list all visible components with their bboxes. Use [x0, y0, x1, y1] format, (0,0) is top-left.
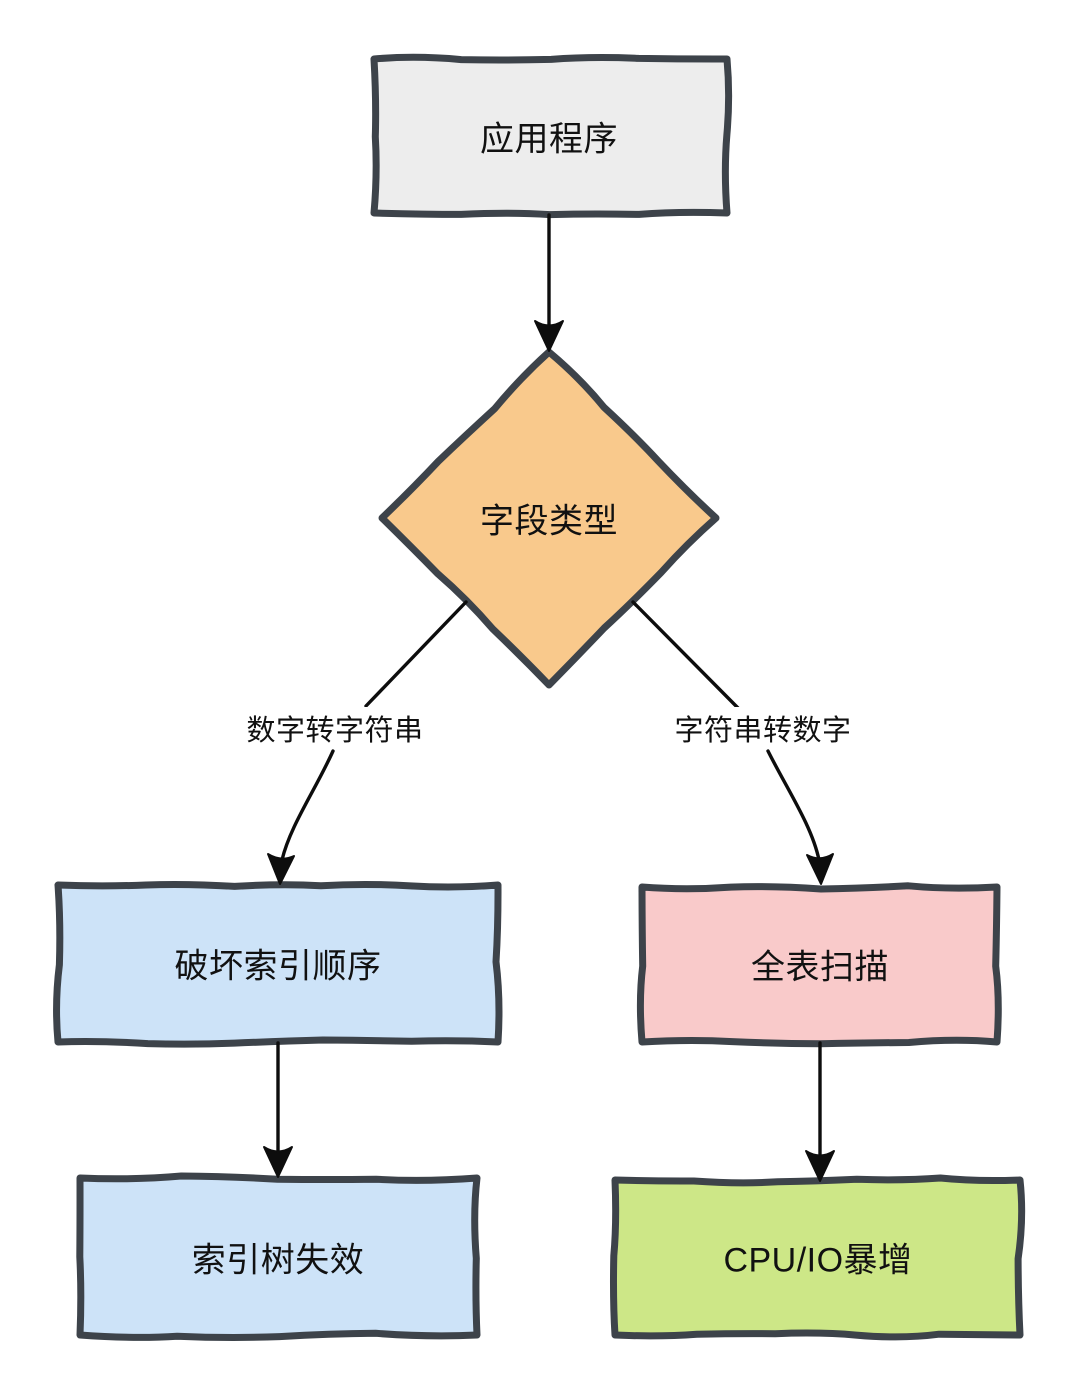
node-field-type-diamond-shape: [378, 348, 720, 689]
edge-field-type-to-full-table-scan: [631, 600, 834, 885]
node-full-table-scan-label: 全表扫描: [751, 948, 889, 987]
node-application-label: 应用程序: [480, 120, 618, 159]
edge-label-string-to-number: 字符串转数字: [671, 707, 855, 749]
node-application-shape: [370, 53, 733, 219]
edge-field-type-to-break-index-order: [267, 600, 468, 885]
edge-break-index-order-to-index-tree-invalid: [263, 1041, 293, 1178]
arrowhead-down-icon: [806, 853, 834, 885]
arrowhead-down-icon: [267, 853, 295, 885]
node-field-type-label: 字段类型: [480, 502, 618, 541]
arrowhead-down-icon: [263, 1146, 293, 1178]
arrowhead-down-icon: [805, 1150, 835, 1182]
node-break-index-order-shape: [53, 880, 503, 1048]
node-index-tree-invalid-shape: [76, 1172, 481, 1341]
arrowhead-down-icon: [534, 320, 564, 352]
node-break-index-order-label: 破坏索引顺序: [174, 947, 382, 986]
node-index-tree-invalid-label: 索引树失效: [191, 1241, 365, 1280]
edge-application-to-field-type: [534, 213, 564, 352]
node-full-table-scan-shape: [636, 882, 1002, 1048]
node-cpu-io-surge-shape: [609, 1174, 1026, 1341]
node-cpu-io-surge-label: CPU/IO暴增: [723, 1241, 913, 1280]
edge-full-table-scan-to-cpu-io-surge: [805, 1041, 835, 1182]
edge-label-number-to-string: 数字转字符串: [243, 707, 427, 749]
